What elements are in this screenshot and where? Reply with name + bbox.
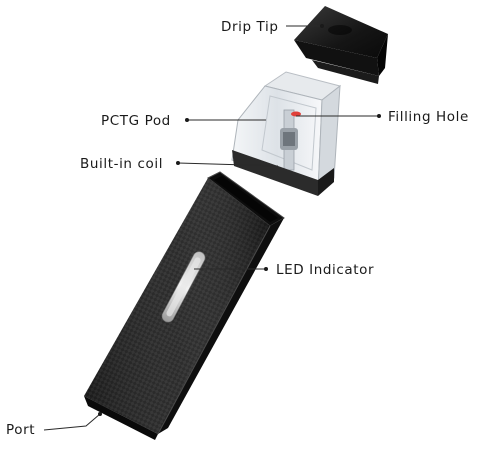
- label-led-indicator: LED Indicator: [276, 262, 374, 278]
- filling-hole-marker: [291, 111, 301, 117]
- drip-tip-part: [294, 6, 388, 84]
- label-filling-hole: Filling Hole: [388, 109, 469, 125]
- label-pctg-pod: PCTG Pod: [101, 113, 171, 129]
- device-body-part: [84, 171, 285, 440]
- label-port: Port: [6, 422, 35, 438]
- label-drip-tip: Drip Tip: [221, 19, 279, 35]
- label-built-in-coil: Built-in coil: [80, 156, 163, 172]
- pctg-pod-part: [231, 71, 342, 196]
- leader-lines: [43, 24, 381, 431]
